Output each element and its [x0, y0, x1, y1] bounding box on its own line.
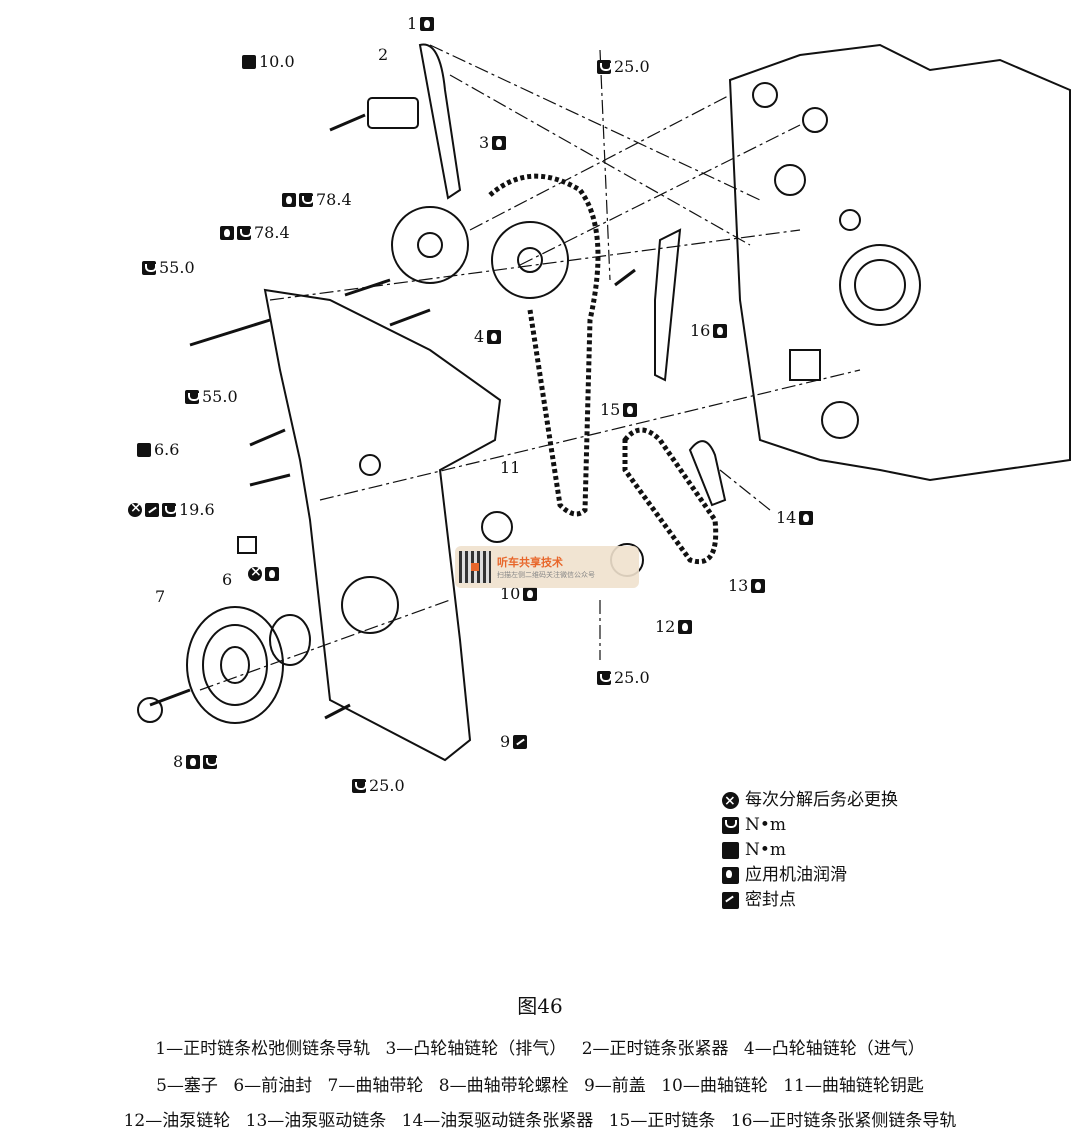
plug — [237, 536, 257, 554]
watermark-subtitle: 扫描左侧二维码关注微信公众号 — [497, 571, 595, 579]
part-6-label: 6 — [222, 570, 233, 589]
part-11-label: 11 — [500, 458, 521, 477]
front-oil-seal — [269, 614, 311, 666]
torque-icon — [299, 192, 314, 207]
oil-icon — [487, 329, 502, 344]
figure-title: 图46 — [517, 994, 563, 1018]
qr-code-icon — [459, 551, 491, 583]
torque-label: 25.0 — [352, 776, 405, 795]
legend-replace: 每次分解后务必更换 — [722, 788, 898, 814]
torque-label: 6.6 — [137, 440, 179, 459]
seal-icon — [513, 734, 528, 749]
replace-icon — [722, 789, 739, 814]
legend-torque-alt: N•m — [722, 838, 898, 863]
seal-icon — [722, 892, 739, 909]
torque-icon — [162, 502, 177, 517]
seal-icon — [145, 502, 159, 517]
torque-label: 10.0 — [242, 52, 295, 71]
oil-icon — [265, 567, 279, 581]
part-10-label: 10 — [500, 584, 538, 603]
torque-icon — [185, 389, 200, 404]
tension-guide — [654, 228, 682, 382]
slack-guide — [418, 43, 462, 200]
legend: 每次分解后务必更换 N•m N•m 应用机油润滑 密封点 — [722, 788, 898, 913]
torque-alt-icon — [722, 842, 739, 859]
part-7-label: 7 — [155, 587, 166, 606]
oil-icon — [492, 135, 507, 150]
torque-icon — [203, 754, 219, 769]
torque-label: 78.4 — [282, 190, 352, 209]
part-16-label: 16 — [690, 321, 728, 340]
caption-line-2: 5—塞子 6—前油封 7—曲轴带轮 8—曲轴带轮螺栓 9—前盖 10—曲轴链轮 … — [156, 1076, 924, 1096]
caption-line-1: 1—正时链条松弛侧链条导轨 3—凸轮轴链轮（排气） 2—正时链条张紧器 4—凸轮… — [155, 1039, 925, 1059]
oil-icon — [713, 323, 728, 338]
torque-icon — [597, 670, 612, 685]
pulley-bolt-head — [137, 697, 163, 723]
part-2-label: 2 — [378, 45, 389, 64]
part-3-label: 3 — [479, 133, 507, 152]
torque-label: 55.0 — [142, 258, 195, 277]
part-1-label: 1 — [407, 14, 435, 33]
part-13-label: 13 — [728, 576, 766, 595]
exhaust-cam-sprocket — [391, 206, 469, 284]
watermark-title: 听车共享技术 — [497, 556, 563, 569]
oil-icon — [282, 192, 296, 207]
oil-pump-chain — [622, 427, 719, 564]
torque-icon — [352, 778, 367, 793]
engine-block — [728, 43, 1071, 482]
part-14-label: 14 — [776, 508, 814, 527]
intake-cam-sprocket — [491, 221, 569, 299]
oil-pump-tensioner — [688, 440, 727, 507]
torque-icon — [237, 225, 252, 240]
front-cover — [263, 288, 502, 762]
part-9-label: 9 — [500, 732, 528, 751]
oil-icon — [678, 619, 693, 634]
torque-alt-icon — [137, 442, 151, 457]
legend-oil: 应用机油润滑 — [722, 863, 898, 888]
torque-alt-icon — [242, 54, 256, 69]
watermark: 听车共享技术扫描左侧二维码关注微信公众号 — [455, 546, 639, 588]
torque-icon — [142, 260, 157, 275]
part-6-icons — [248, 564, 279, 581]
oil-icon — [186, 754, 201, 769]
crank-pulley — [186, 606, 284, 724]
exploded-view-drawing — [137, 43, 1071, 762]
plug-number-5-icon: 5 — [128, 500, 142, 517]
part-4-label: 4 — [474, 327, 502, 346]
legend-torque: N•m — [722, 813, 898, 838]
part-8-label: 8 — [173, 752, 219, 771]
crank-sprocket — [481, 511, 513, 543]
timing-chain — [488, 173, 601, 517]
part-15-label: 15 — [600, 400, 638, 419]
torque-label: 25.0 — [597, 57, 650, 76]
torque-label: 55.0 — [185, 387, 238, 406]
oil-icon — [523, 586, 538, 601]
torque-label: 78.4 — [220, 223, 290, 242]
replace-icon — [248, 564, 262, 581]
caption-line-3: 12—油泵链轮 13—油泵驱动链条 14—油泵驱动链条张紧器 15—正时链条 1… — [123, 1111, 957, 1131]
oil-icon — [420, 16, 435, 31]
legend-seal: 密封点 — [722, 888, 898, 913]
oil-icon — [751, 578, 766, 593]
torque-icon — [597, 59, 612, 74]
oil-icon — [220, 225, 234, 240]
tensioner — [367, 97, 419, 129]
oil-icon — [623, 402, 638, 417]
torque-label: 25.0 — [597, 668, 650, 687]
torque-icon — [722, 817, 739, 834]
oil-icon — [722, 867, 739, 884]
torque-label: 519.6 — [128, 500, 215, 519]
oil-icon — [799, 510, 814, 525]
part-12-label: 12 — [655, 617, 693, 636]
